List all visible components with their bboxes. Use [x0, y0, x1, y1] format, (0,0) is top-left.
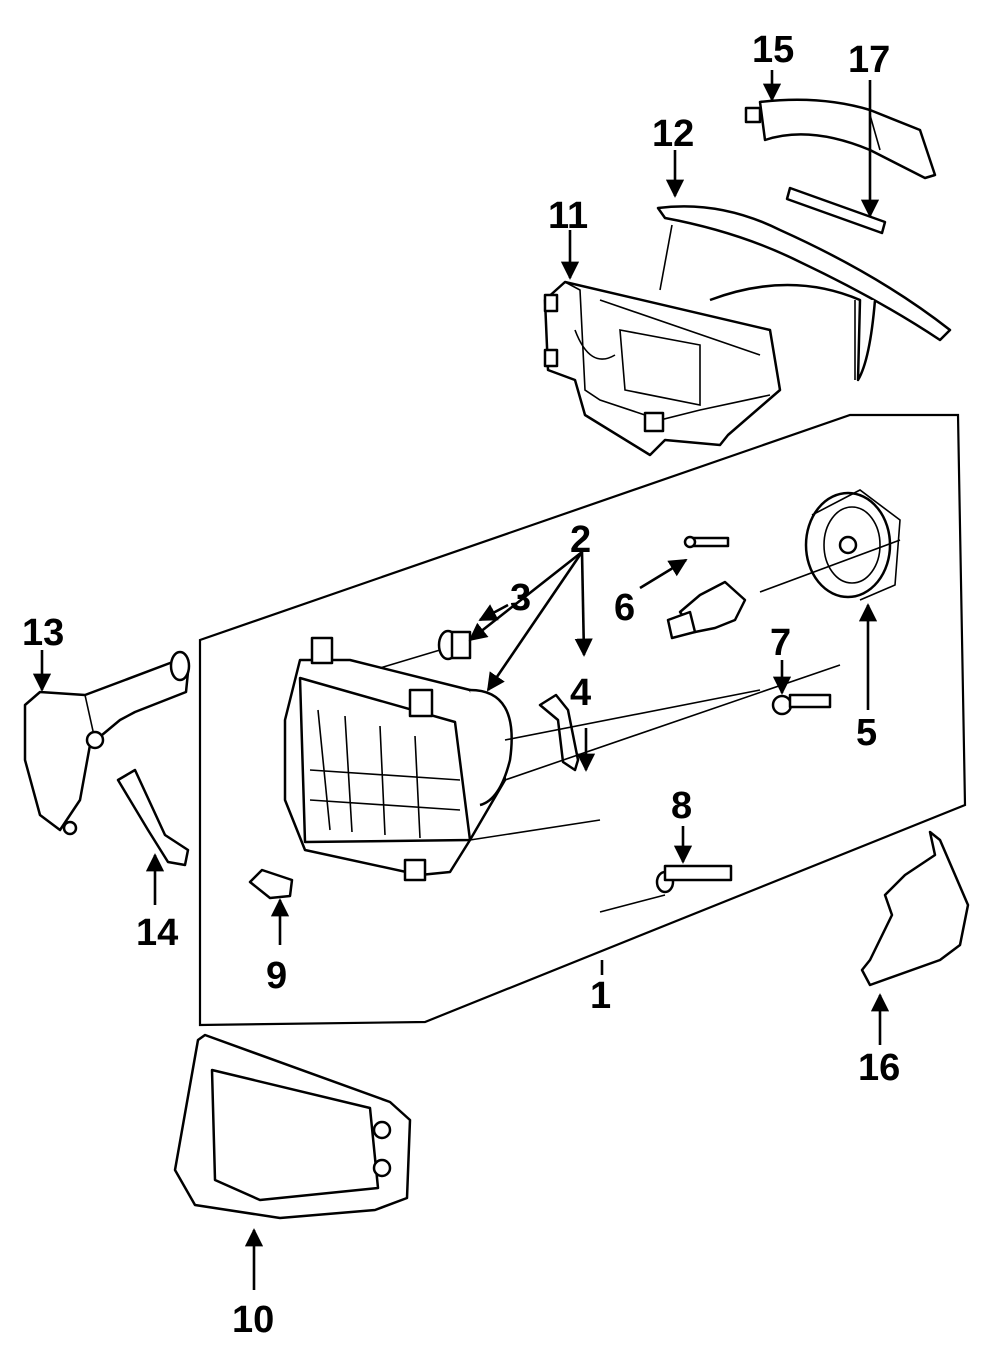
retainer-part	[744, 98, 937, 180]
headlamp-bezel-part	[656, 205, 952, 382]
callout-15: 15	[752, 29, 794, 71]
side-shield-part	[860, 830, 970, 987]
seal-strip-part	[785, 186, 887, 235]
callout-11: 11	[548, 195, 588, 237]
callout-17: 17	[848, 39, 890, 81]
callout-labels: 1 2 3 4 5 6 7 8 9 10 11 12 13 14 15 16 1…	[22, 29, 900, 1341]
assembly-outline	[198, 413, 967, 1027]
headlamp-unit-part	[283, 636, 513, 882]
callout-7: 7	[770, 622, 791, 664]
adjuster-link-part	[116, 768, 190, 867]
callout-6: 6	[614, 587, 635, 629]
nut-clip-part	[248, 868, 294, 900]
corner-lamp-part	[173, 1033, 412, 1220]
adjust-screw-part	[771, 693, 832, 716]
bulb-part	[666, 580, 747, 640]
callout-5: 5	[856, 712, 877, 754]
callout-4: 4	[570, 672, 591, 714]
housing-bracket-part	[543, 280, 782, 457]
retainer-ring-part	[804, 489, 901, 601]
callout-1: 1	[590, 975, 611, 1017]
callout-14: 14	[136, 912, 178, 954]
callout-13: 13	[22, 612, 64, 654]
clip-part	[538, 693, 580, 772]
callout-2: 2	[570, 519, 591, 561]
callout-16: 16	[858, 1047, 900, 1089]
bolt-part	[655, 864, 733, 894]
callout-12: 12	[652, 113, 694, 155]
callout-3: 3	[510, 577, 531, 619]
projection-lines	[379, 539, 901, 913]
callout-10: 10	[232, 1299, 274, 1341]
leveling-motor-part	[23, 650, 191, 836]
callout-8: 8	[671, 785, 692, 827]
callout-9: 9	[266, 955, 287, 997]
socket-part	[437, 629, 472, 661]
screw-part	[683, 535, 730, 549]
arrows	[32, 70, 890, 1290]
